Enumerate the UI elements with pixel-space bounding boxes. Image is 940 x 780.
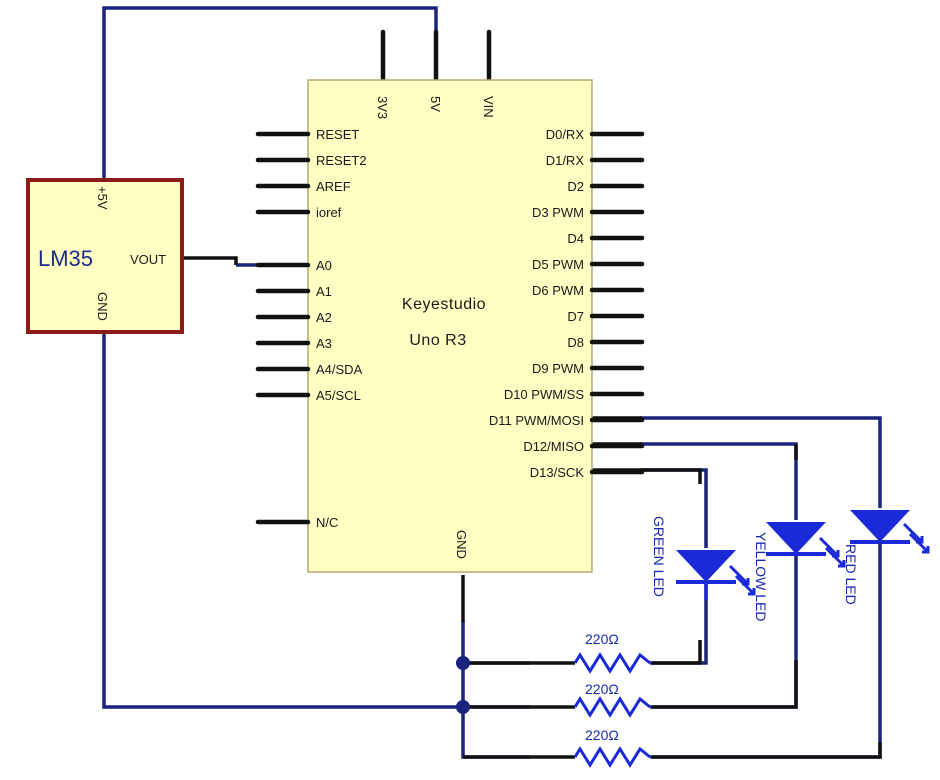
junction-dot (456, 656, 470, 670)
resistor-1-label: 220Ω (585, 631, 619, 647)
lm35-name: LM35 (38, 246, 93, 271)
wire-vout-stub (180, 256, 238, 265)
lm35-vout-label: VOUT (130, 252, 166, 267)
pin-label-3v3: 3V3 (375, 96, 390, 119)
green-led (676, 550, 756, 600)
board-body (307, 79, 593, 573)
pin-label-gnd: GND (454, 530, 469, 559)
pin-label-d5-pwm: D5 PWM (532, 257, 584, 272)
pin-label-d9-pwm: D9 PWM (532, 361, 584, 376)
pin-label-a2: A2 (316, 310, 332, 325)
pin-label-reset2: RESET2 (316, 153, 367, 168)
pin-label-5v: 5V (428, 96, 443, 112)
led-light-arrow (908, 532, 930, 554)
led-triangle (676, 550, 736, 582)
lm35-body (26, 178, 184, 334)
wire-d11-red (640, 416, 882, 508)
pin-label-d0-rx: D0/RX (546, 127, 585, 142)
lm35-5v-label: +5V (95, 186, 110, 210)
wire-d13-green (640, 468, 708, 548)
board-name: Keyestudio (402, 296, 486, 313)
pin-label-d12-miso: D12/MISO (523, 439, 584, 454)
led-triangle (850, 510, 910, 542)
pin-label-reset: RESET (316, 127, 359, 142)
resistor-3 (573, 746, 651, 768)
resistor-3-label: 220Ω (585, 727, 619, 743)
led-light-arrow (824, 546, 846, 568)
board-model: Uno R3 (409, 332, 466, 349)
pin-label-ioref: ioref (316, 205, 342, 220)
green-led-label: GREEN LED (651, 516, 667, 597)
pin-label-d6-pwm: D6 PWM (532, 283, 584, 298)
wire-ground-bus (461, 620, 530, 759)
pin-label-d7: D7 (567, 309, 584, 324)
wire-res-lead-right-2 (652, 660, 798, 709)
yellow-led-label: YELLOW LED (753, 532, 769, 621)
red-led-label: RED LED (843, 544, 859, 605)
board-top-pins (380, 29, 492, 83)
led-light-arrow (734, 574, 756, 596)
wire-d12-yellow (640, 442, 798, 520)
pin-label-a5-scl: A5/SCL (316, 388, 361, 403)
resistor-1 (573, 652, 651, 674)
red-led (850, 510, 930, 554)
junction-dot (456, 700, 470, 714)
wire-res-lead-right-3 (652, 742, 882, 759)
resistor-2-label: 220Ω (585, 681, 619, 697)
pin-label-n-c: N/C (316, 515, 338, 530)
wire-res-lead-right-1 (652, 640, 702, 665)
pin-label-vin: VIN (481, 96, 496, 118)
yellow-led (766, 522, 846, 568)
pin-label-aref: AREF (316, 179, 351, 194)
lm35-gnd-label: GND (95, 292, 110, 321)
pin-label-d10-pwm-ss: D10 PWM/SS (504, 387, 585, 402)
pin-label-d2: D2 (567, 179, 584, 194)
pin-label-d11-pwm-mosi: D11 PWM/MOSI (489, 413, 584, 428)
wire-lm35-gnd (102, 333, 530, 709)
pin-label-d4: D4 (567, 231, 584, 246)
pin-label-a3: A3 (316, 336, 332, 351)
resistor-2 (573, 696, 651, 718)
led-light-arrow (902, 522, 924, 544)
wire-res2-yellow (650, 554, 798, 709)
pin-label-a0: A0 (316, 258, 332, 273)
pin-label-d3-pwm: D3 PWM (532, 205, 584, 220)
led-triangle (766, 522, 826, 554)
pin-label-d1-rx: D1/RX (546, 153, 585, 168)
pin-label-d8: D8 (567, 335, 584, 350)
pin-label-a1: A1 (316, 284, 332, 299)
pin-label-d13-sck: D13/SCK (530, 465, 585, 480)
pin-label-a4-sda: A4/SDA (316, 362, 363, 377)
